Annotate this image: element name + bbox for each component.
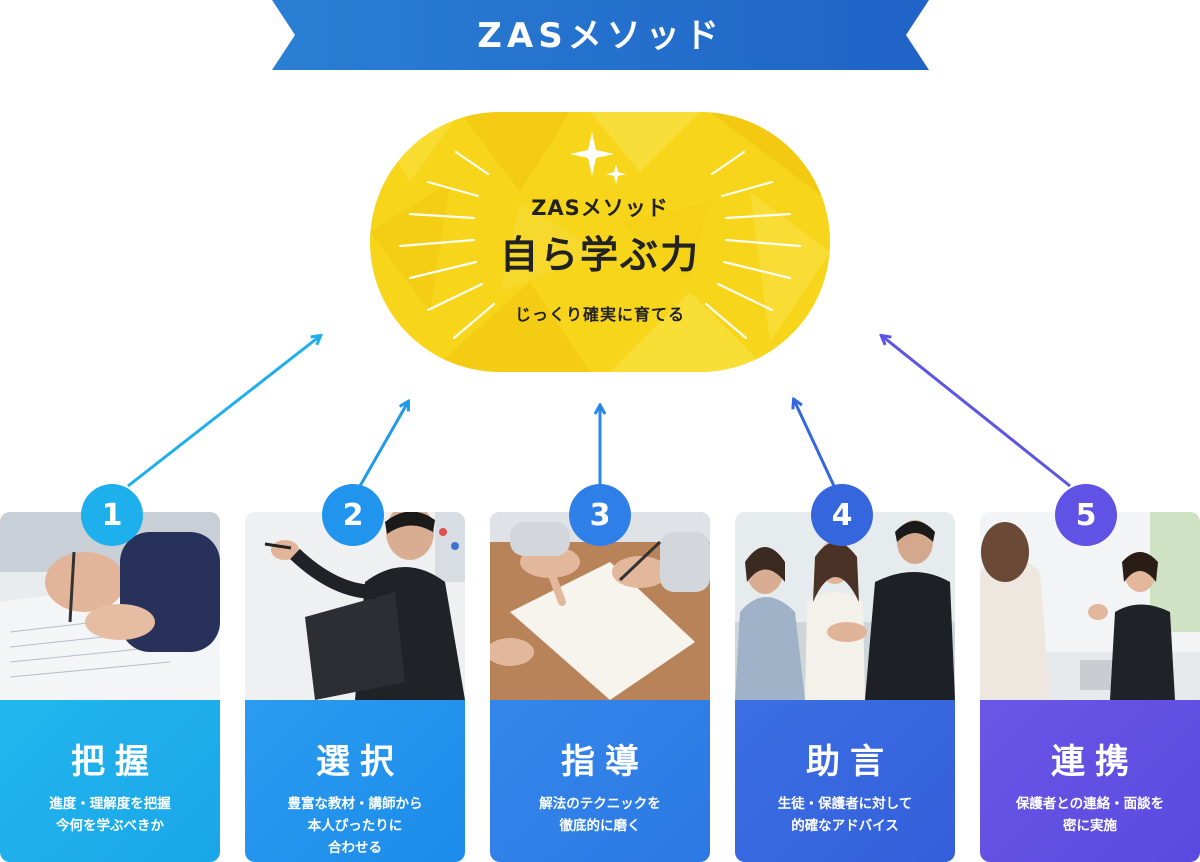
step-card-4-desc: 生徒・保護者に対して 的確なアドバイス: [777, 796, 913, 834]
step-card-5-title: 連携: [1051, 742, 1139, 782]
small-sparkle-icon: [606, 164, 626, 184]
step-card-5: 連携 保護者との連絡・面談を 密に実施: [980, 512, 1200, 862]
step-card-4: 助言 生徒・保護者に対して 的確なアドバイス: [735, 512, 955, 862]
step-badge-1: 1: [81, 484, 143, 546]
top-banner: ZASメソッド: [272, 0, 929, 70]
step-card-2: 選択 豊富な教材・講師から 本人ぴったりに 合わせる: [245, 512, 465, 862]
arrow-2: [358, 402, 408, 487]
step-card-4-title: 助言: [806, 742, 894, 782]
arrow-1: [127, 336, 320, 488]
sparkle-icon: [570, 132, 614, 176]
step-badge-2: 2: [322, 484, 384, 546]
banner-title: ZASメソッド: [477, 15, 724, 56]
center-kicker: ZASメソッド: [531, 196, 669, 220]
step-card-1: 把握 進度・理解度を把握 今何を学ぶべきか: [0, 512, 220, 862]
center-subtitle: じっくり確実に育てる: [514, 305, 685, 324]
arrow-5: [882, 336, 1071, 488]
center-title: 自ら学ぶ力: [499, 233, 700, 277]
step-card-5-body: 連携 保護者との連絡・面談を 密に実施: [980, 700, 1200, 862]
step-card-2-body: 選択 豊富な教材・講師から 本人ぴったりに 合わせる: [245, 700, 465, 862]
step-card-1-body: 把握 進度・理解度を把握 今何を学ぶべきか: [0, 700, 220, 862]
step-card-3: 指導 解法のテクニックを 徹底的に磨く: [490, 512, 710, 862]
sparkle-rays: [398, 132, 802, 340]
step-badge-5: 5: [1055, 484, 1117, 546]
step-card-5-desc: 保護者との連絡・面談を 密に実施: [1015, 796, 1165, 834]
step-card-4-body: 助言 生徒・保護者に対して 的確なアドバイス: [735, 700, 955, 862]
arrow-4: [794, 400, 836, 487]
center-goal-pill: ZASメソッド 自ら学ぶ力 じっくり確実に育てる: [370, 112, 830, 372]
step-card-3-body: 指導 解法のテクニックを 徹底的に磨く: [490, 700, 710, 862]
step-card-3-title: 指導: [561, 742, 649, 782]
step-card-2-title: 選択: [316, 742, 404, 782]
step-badge-4: 4: [811, 484, 873, 546]
teacher-with-folder-photo: [245, 512, 465, 700]
step-card-2-desc: 豊富な教材・講師から 本人ぴったりに 合わせる: [287, 796, 423, 856]
step-badge-3: 3: [569, 484, 631, 546]
hand-writing-notes-photo: [0, 512, 220, 700]
step-card-3-desc: 解法のテクニックを 徹底的に磨く: [539, 796, 661, 834]
step-card-1-title: 把握: [71, 742, 159, 782]
step-card-1-desc: 進度・理解度を把握 今何を学ぶべきか: [49, 796, 171, 834]
